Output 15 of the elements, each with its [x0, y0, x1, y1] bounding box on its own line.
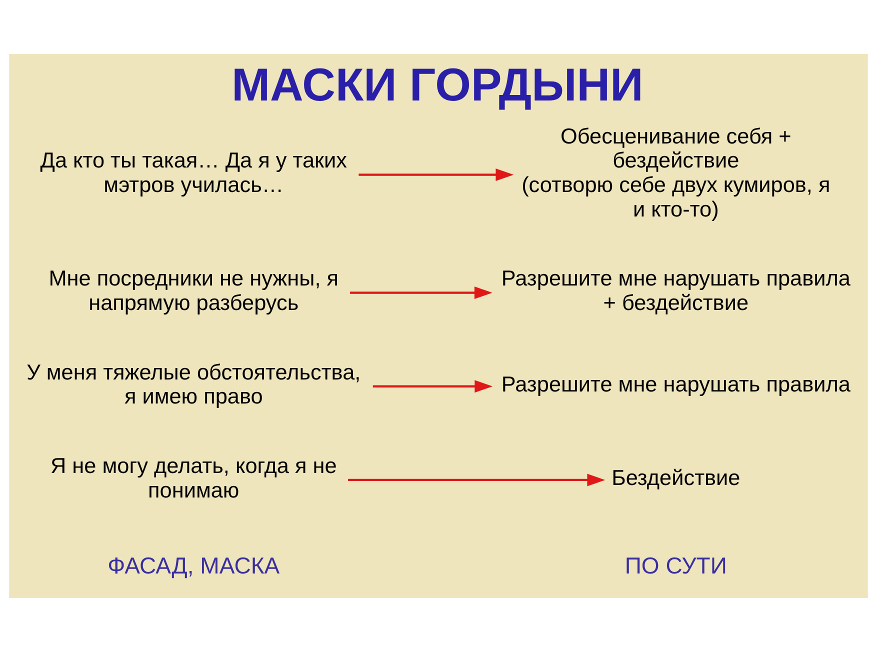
- arrow: [358, 168, 514, 182]
- label: ПО СУТИ: [624, 552, 726, 579]
- diagram-title: МАСКИ ГОРДЫНИ: [231, 58, 643, 110]
- node-text: Бездействие: [611, 465, 740, 490]
- node-text: Разрешите мне нарушать правила: [500, 372, 850, 397]
- arrow: [372, 380, 492, 393]
- arrow: [348, 474, 605, 486]
- node-text: У меня тяжелые обстоятельства, я имею право: [26, 359, 360, 409]
- node-text: Я не могу делать, когда я не понимаю: [50, 452, 336, 502]
- node-text: Мне посредники не нужны, я напрямую разберусь: [48, 266, 338, 316]
- label: ФАСАД, МАСКА: [107, 552, 280, 579]
- node-text: Обесценивание себя + бездействие (сотворю себе двух кумиров, я и кто-то): [521, 123, 830, 222]
- arrow: [350, 286, 492, 300]
- node-text: Да кто ты такая… Да я у таких мэтров училась…: [40, 148, 346, 198]
- node-text: Разрешите мне нарушать правила + бездействие: [500, 266, 850, 316]
